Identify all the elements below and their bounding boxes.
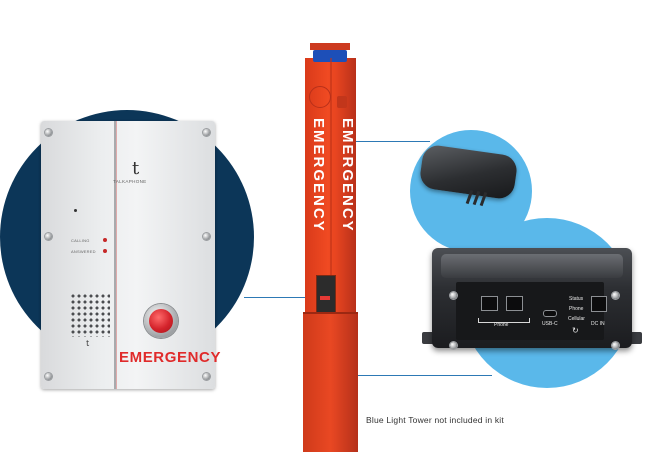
screw-icon	[612, 292, 619, 299]
usb-c-label: USB-C	[542, 321, 558, 327]
call-box-panel: CALLING ANSWERED t t TALKAPHONE EMERGENC…	[41, 121, 222, 389]
phone-port-label: Phone	[494, 322, 509, 328]
screw-icon	[45, 373, 52, 380]
answered-led-icon	[103, 249, 107, 253]
screw-icon	[450, 292, 457, 299]
panel-emergency-label: EMERGENCY	[119, 349, 222, 366]
tower-speaker-icon	[337, 96, 347, 108]
grille-logo: t	[86, 339, 90, 348]
status-led-label: Status	[569, 296, 584, 302]
panel-seam-accent	[116, 121, 117, 389]
tower-callbox-window	[316, 275, 336, 313]
cellular-led-label: Cellular	[568, 316, 585, 322]
phone-led-label: Phone	[569, 306, 584, 312]
usb-c-port-icon	[543, 310, 557, 317]
gateway-top-shell	[441, 254, 623, 278]
reset-icon: ↻	[572, 326, 579, 335]
phone-port-1-icon	[481, 296, 498, 311]
brand-name: TALKAPHONE	[113, 179, 147, 184]
tower-emergency-text-right: EMERGENCY	[339, 118, 356, 233]
screw-icon	[203, 373, 210, 380]
phone-ports-bracket	[478, 318, 530, 323]
screw-icon	[45, 129, 52, 136]
dc-power-port-icon	[591, 296, 607, 312]
screw-icon	[203, 233, 210, 240]
screw-icon	[612, 342, 619, 349]
dc-in-label: DC IN	[591, 321, 605, 327]
microphone-icon	[74, 209, 77, 212]
tower-cap	[310, 43, 350, 50]
screw-icon	[450, 342, 457, 349]
tower-emergency-text-left: EMERGENCY	[310, 118, 327, 233]
tower-base-seam	[303, 312, 358, 314]
screw-icon	[203, 129, 210, 136]
phone-port-2-icon	[506, 296, 523, 311]
calling-label: CALLING	[71, 238, 90, 243]
answered-label: ANSWERED	[71, 249, 96, 254]
tower-callbox-button-icon	[320, 296, 330, 300]
gateway-connector-line	[344, 375, 492, 376]
talkaphone-logo-icon: t	[132, 158, 140, 179]
antenna-connector-line	[356, 141, 430, 142]
panel-seam	[114, 121, 116, 389]
screw-icon	[45, 233, 52, 240]
tower-base	[303, 312, 358, 452]
callbox-connector-line	[244, 297, 318, 298]
tower-edge	[330, 58, 332, 450]
kit-caption: Blue Light Tower not included in kit	[366, 415, 504, 425]
speaker-grille	[70, 293, 110, 337]
emergency-call-button	[149, 309, 173, 333]
gateway-front-panel	[456, 282, 604, 340]
blue-beacon-light	[313, 50, 347, 62]
tower-logo-icon	[309, 86, 331, 108]
calling-led-icon	[103, 238, 107, 242]
